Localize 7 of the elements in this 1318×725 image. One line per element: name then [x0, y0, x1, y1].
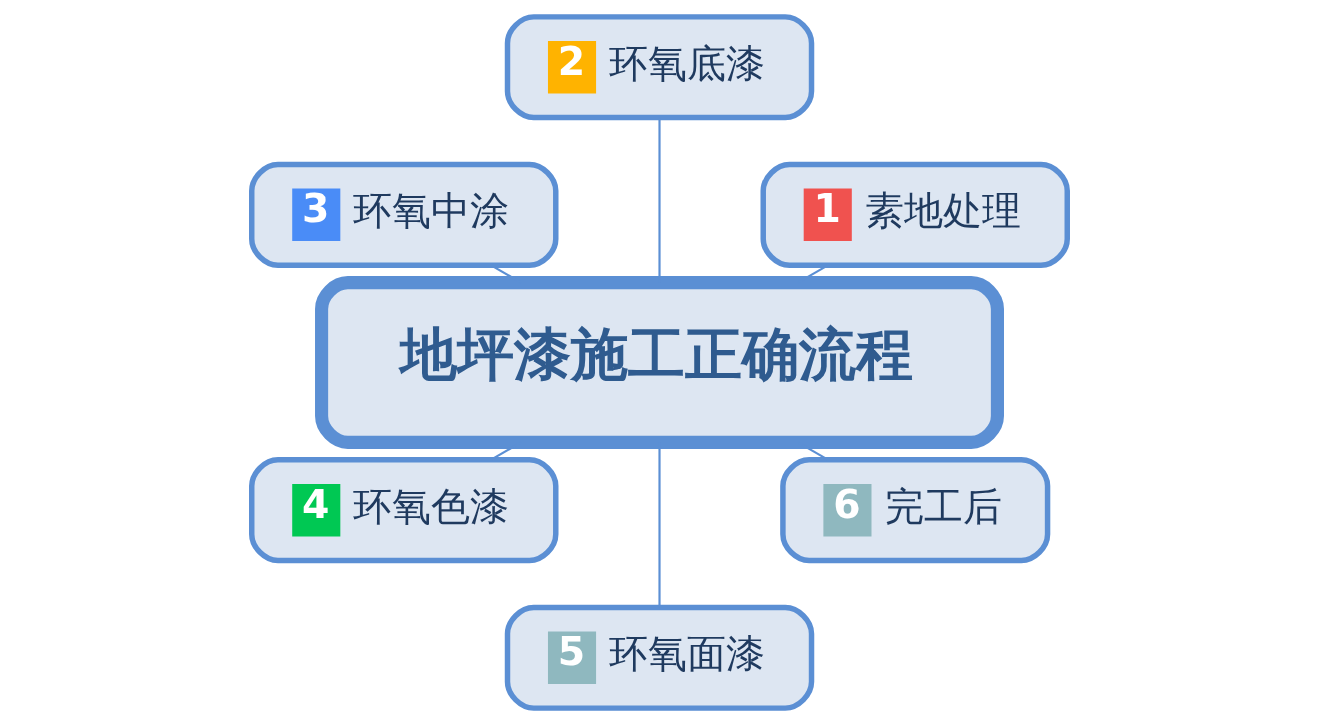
node-box: 4 环氧色漆: [248, 457, 558, 564]
node-box: 地坪漆施工正确流程: [314, 276, 1004, 449]
node-box: 2 环氧底漆: [504, 14, 814, 121]
node-box: 5 环氧面漆: [504, 604, 814, 711]
node-box: 6 完工后: [779, 457, 1050, 564]
node-box: 3 环氧中涂: [248, 161, 558, 268]
node-box: 1 素地处理: [760, 161, 1070, 268]
